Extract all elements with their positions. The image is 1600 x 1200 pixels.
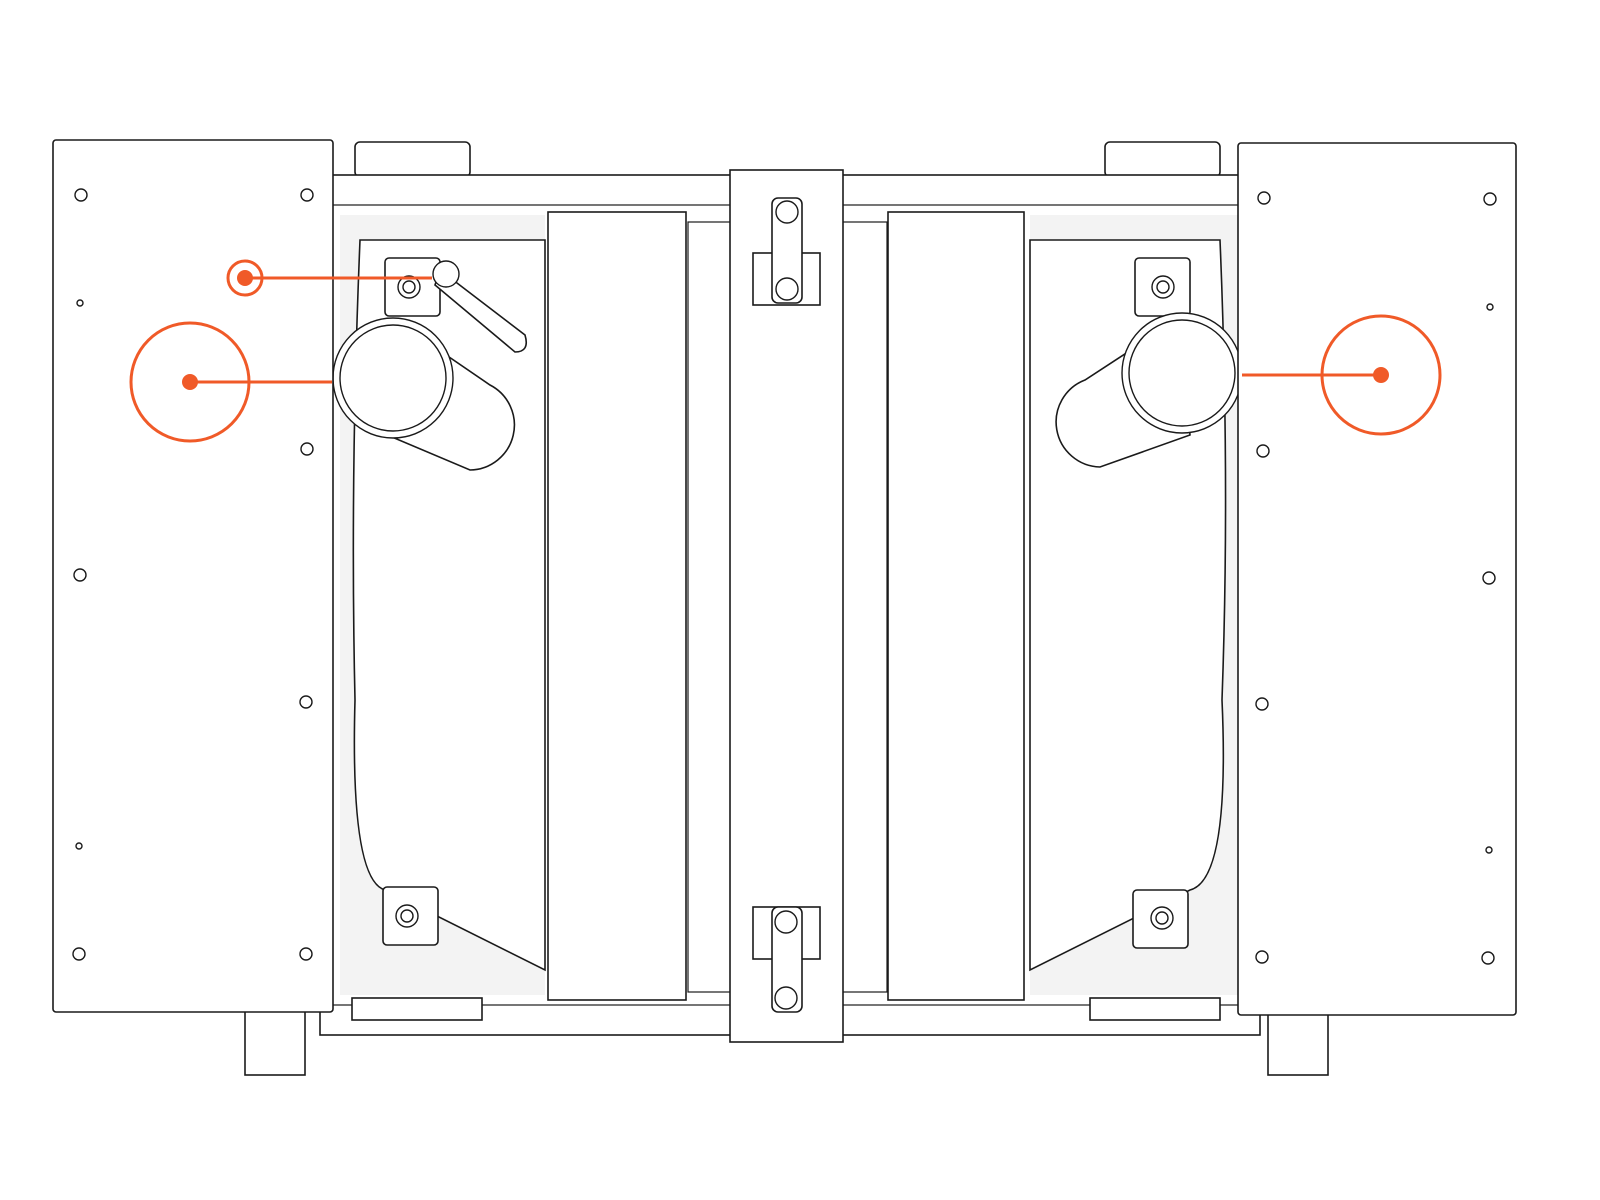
left-tube-callout[interactable] bbox=[129, 321, 332, 443]
right-side-panel bbox=[1237, 142, 1517, 1016]
small-pin-callout[interactable] bbox=[226, 259, 432, 297]
left-side-panel bbox=[52, 139, 334, 1013]
center-bar bbox=[729, 169, 844, 1043]
right-tube-callout[interactable] bbox=[1242, 314, 1442, 436]
tubes bbox=[332, 312, 1243, 471]
corner-brackets bbox=[382, 257, 1191, 949]
